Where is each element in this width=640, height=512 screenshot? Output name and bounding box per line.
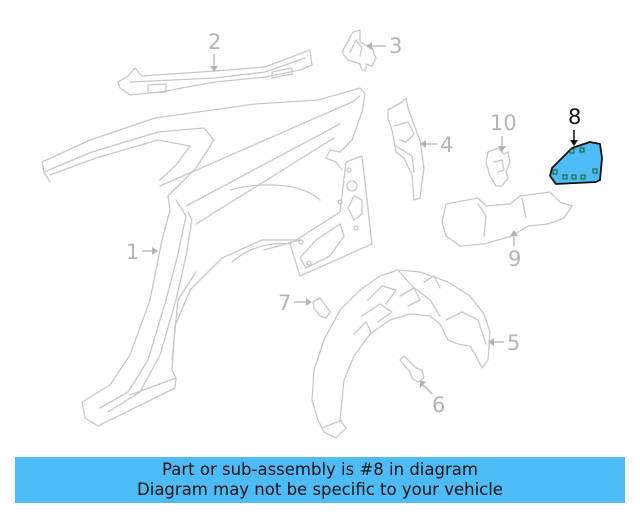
callout-5: 5 (488, 331, 520, 355)
part-8-highlighted[interactable] (549, 141, 603, 185)
callout-8: 8 (568, 105, 581, 146)
callout-6-label: 6 (432, 393, 445, 417)
callout-9-label: 9 (508, 247, 521, 271)
callout-7: 7 (278, 291, 312, 315)
callout-8-label: 8 (568, 105, 581, 129)
callout-9: 9 (508, 230, 521, 271)
part-6-screw[interactable] (399, 355, 425, 383)
part-1-inner-panel (289, 155, 373, 277)
part-7-clip[interactable] (312, 297, 331, 319)
callout-4-label: 4 (440, 133, 453, 157)
part-2-roof-rail[interactable] (117, 49, 313, 96)
callout-10: 10 (490, 111, 517, 152)
part-5-wheel-liner[interactable] (311, 269, 491, 439)
callout-1-label: 1 (126, 240, 139, 264)
callout-7-label: 7 (278, 291, 291, 315)
callout-1: 1 (126, 240, 158, 264)
callout-4: 4 (420, 133, 453, 157)
part-9-filler-housing[interactable] (441, 191, 573, 247)
callout-6: 6 (420, 380, 445, 417)
callout-3-label: 3 (389, 34, 402, 58)
callout-2: 2 (208, 30, 221, 72)
part-3-bracket[interactable] (342, 29, 377, 71)
callout-2-label: 2 (208, 30, 221, 54)
banner-line-2: Diagram may not be specific to your vehi… (137, 480, 503, 499)
banner-line-1: Part or sub-assembly is #8 in diagram (162, 460, 478, 479)
callout-5-label: 5 (507, 331, 520, 355)
part-4-reinforcement[interactable] (387, 97, 425, 201)
part-10-actuator[interactable] (485, 147, 511, 187)
part-1-quarter-panel[interactable] (41, 87, 366, 427)
callout-10-label: 10 (490, 111, 517, 135)
info-banner: Part or sub-assembly is #8 in diagram Di… (15, 457, 625, 503)
callout-3: 3 (366, 34, 402, 58)
